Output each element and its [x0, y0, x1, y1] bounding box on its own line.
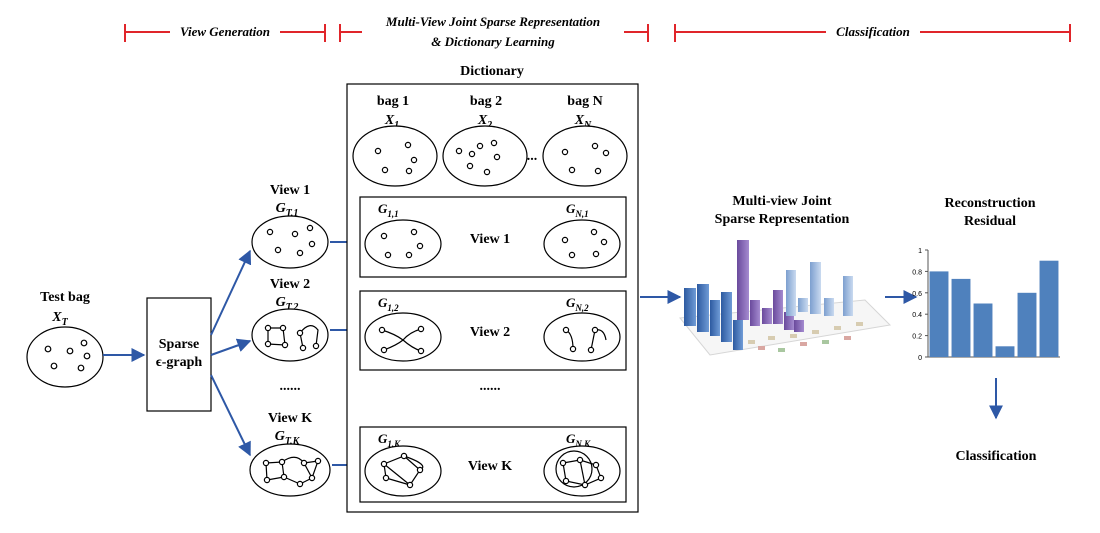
classification-result: Classification: [956, 449, 1037, 464]
view1-ellipse: [251, 215, 329, 269]
residual-y-tick-label: 0.2: [912, 334, 922, 341]
sparse-rep-title-line1: Multi-view Joint: [732, 194, 831, 209]
residual-bar: [1017, 292, 1037, 357]
stage-view-generation-label: View Generation: [180, 24, 270, 39]
dict-row2-left-symbol: G1,2: [378, 295, 399, 313]
residual-y-tick-label: 0: [918, 355, 922, 362]
arrow-graph-to-viewK: [210, 374, 251, 457]
sparse-rep-3d-chart: [679, 240, 892, 356]
bag2-ellipse: [442, 125, 528, 187]
stage-joint-label-line2: & Dictionary Learning: [431, 34, 555, 49]
viewK-ellipse: [249, 443, 331, 497]
sparse-graph-line1: Sparse: [159, 337, 199, 352]
view2-ellipse: [251, 308, 329, 362]
dict-rowK-right-ellipse: [543, 445, 621, 497]
dict-rowK-left-symbol: G1,K: [378, 431, 401, 449]
residual-bar: [929, 271, 949, 357]
dict-rows-ellipsis: ......: [480, 379, 501, 394]
dict-rowK-left-ellipse: [364, 445, 442, 497]
view1-symbol: GT,1: [276, 201, 299, 219]
bag2-symbol: X2: [477, 113, 492, 131]
test-bag-symbol: XT: [51, 310, 68, 328]
bag1-title: bag 1: [377, 94, 409, 109]
residual-bar: [973, 303, 993, 357]
dict-rowK-right-symbol: GN,K: [566, 431, 591, 449]
arrow-graph-to-view2: [210, 338, 252, 356]
residual-bar: [995, 346, 1015, 357]
dict-row2-label: View 2: [470, 325, 510, 340]
sparse-rep-title-line2: Sparse Representation: [715, 212, 850, 227]
residual-bar-chart: 0 0.2 0.4 0.6 0.8 1: [912, 248, 1060, 362]
dict-row1-label: View 1: [470, 232, 510, 247]
residual-bar: [1039, 260, 1059, 357]
residual-bar: [951, 278, 971, 357]
view2-symbol: GT,2: [276, 295, 299, 313]
dict-row1-right-ellipse: [543, 219, 621, 269]
sparse-graph-box: [146, 297, 212, 412]
bag1-ellipse: [352, 125, 438, 187]
residual-title-line1: Reconstruction: [945, 196, 1036, 211]
dict-row2-left-ellipse: [364, 312, 442, 362]
arrow-graph-to-view1: [210, 249, 252, 336]
residual-y-tick-label: 0.4: [912, 312, 922, 319]
dict-row2-right-symbol: GN,2: [566, 295, 589, 313]
bag2-title: bag 2: [470, 94, 502, 109]
sparse-graph-line2: ϵ-graph: [156, 355, 203, 370]
bag-ellipsis: ...: [527, 149, 538, 164]
viewK-symbol: GT,K: [275, 429, 301, 447]
stage-joint-label-line1: Multi-View Joint Sparse Representation: [385, 14, 600, 29]
residual-y-tick-label: 0.8: [912, 269, 922, 276]
viewK-title: View K: [268, 411, 312, 426]
residual-y-tick-label: 1: [918, 248, 922, 255]
dict-rowK-label: View K: [468, 459, 512, 474]
stage-classification-label: Classification: [836, 24, 910, 39]
view2-title: View 2: [270, 277, 310, 292]
dict-row1-left-ellipse: [364, 219, 442, 269]
dict-row2-right-ellipse: [543, 312, 621, 362]
residual-title-line2: Residual: [964, 214, 1016, 229]
dict-row1-right-symbol: GN,1: [566, 201, 589, 219]
test-bag-ellipse: [26, 326, 104, 388]
views-ellipsis: ......: [280, 379, 301, 394]
view1-title: View 1: [270, 183, 310, 198]
residual-y-tick-label: 0.6: [912, 291, 922, 298]
sparse-bars: [684, 240, 853, 350]
dictionary-title: Dictionary: [460, 64, 524, 79]
dict-row1-left-symbol: G1,1: [378, 201, 399, 219]
test-bag-title: Test bag: [40, 290, 90, 305]
bagN-title: bag N: [567, 94, 602, 109]
bagN-ellipse: [542, 125, 628, 187]
